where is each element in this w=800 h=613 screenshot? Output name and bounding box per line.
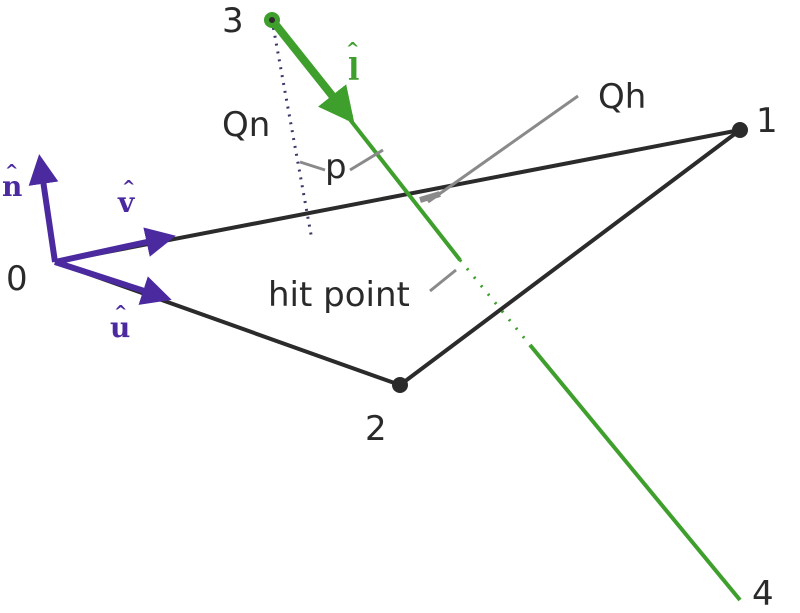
ray-segment-dotted bbox=[458, 259, 532, 346]
vertex-label-2: 2 bbox=[365, 409, 387, 449]
hit-point-marker bbox=[419, 191, 441, 203]
p-leader-line bbox=[349, 148, 384, 172]
v-vector-hat: ^ bbox=[122, 177, 135, 196]
vertex-1-dot bbox=[732, 122, 748, 138]
qn-label: Qn bbox=[222, 105, 270, 145]
normal-projection-dotted-line bbox=[270, 19, 314, 241]
v-vector-label: v bbox=[117, 186, 135, 219]
vertex-3-dot-center bbox=[269, 17, 275, 23]
p-leader-line-left bbox=[299, 160, 326, 172]
qh-leader-line bbox=[427, 94, 579, 204]
vertex-2-dot bbox=[392, 377, 408, 393]
normal-vector-hat: ^ bbox=[5, 161, 18, 180]
u-vector-hat: ^ bbox=[114, 302, 127, 321]
hit-point-label: hit point bbox=[268, 275, 410, 315]
ray-segment-back bbox=[528, 343, 742, 602]
ray-direction-label: l bbox=[348, 53, 359, 88]
edge-2-1 bbox=[398, 128, 742, 387]
p-label: p bbox=[325, 147, 347, 187]
vertex-label-0: 0 bbox=[6, 259, 28, 299]
u-vector-arrow bbox=[54, 259, 172, 305]
qh-label: Qh bbox=[598, 77, 646, 117]
ray-direction-arrow bbox=[268, 17, 355, 124]
u-vector-label: u bbox=[110, 311, 130, 344]
hit-point-leader-line bbox=[429, 268, 457, 293]
normal-vector-label: n bbox=[2, 170, 22, 203]
vertex-label-1: 1 bbox=[756, 101, 778, 141]
vertex-label-4: 4 bbox=[752, 574, 774, 613]
normal-vector-arrow bbox=[28, 154, 59, 263]
ray-direction-hat: ^ bbox=[346, 39, 359, 58]
v-vector-arrow bbox=[54, 227, 176, 265]
vertex-label-3: 3 bbox=[222, 1, 244, 41]
